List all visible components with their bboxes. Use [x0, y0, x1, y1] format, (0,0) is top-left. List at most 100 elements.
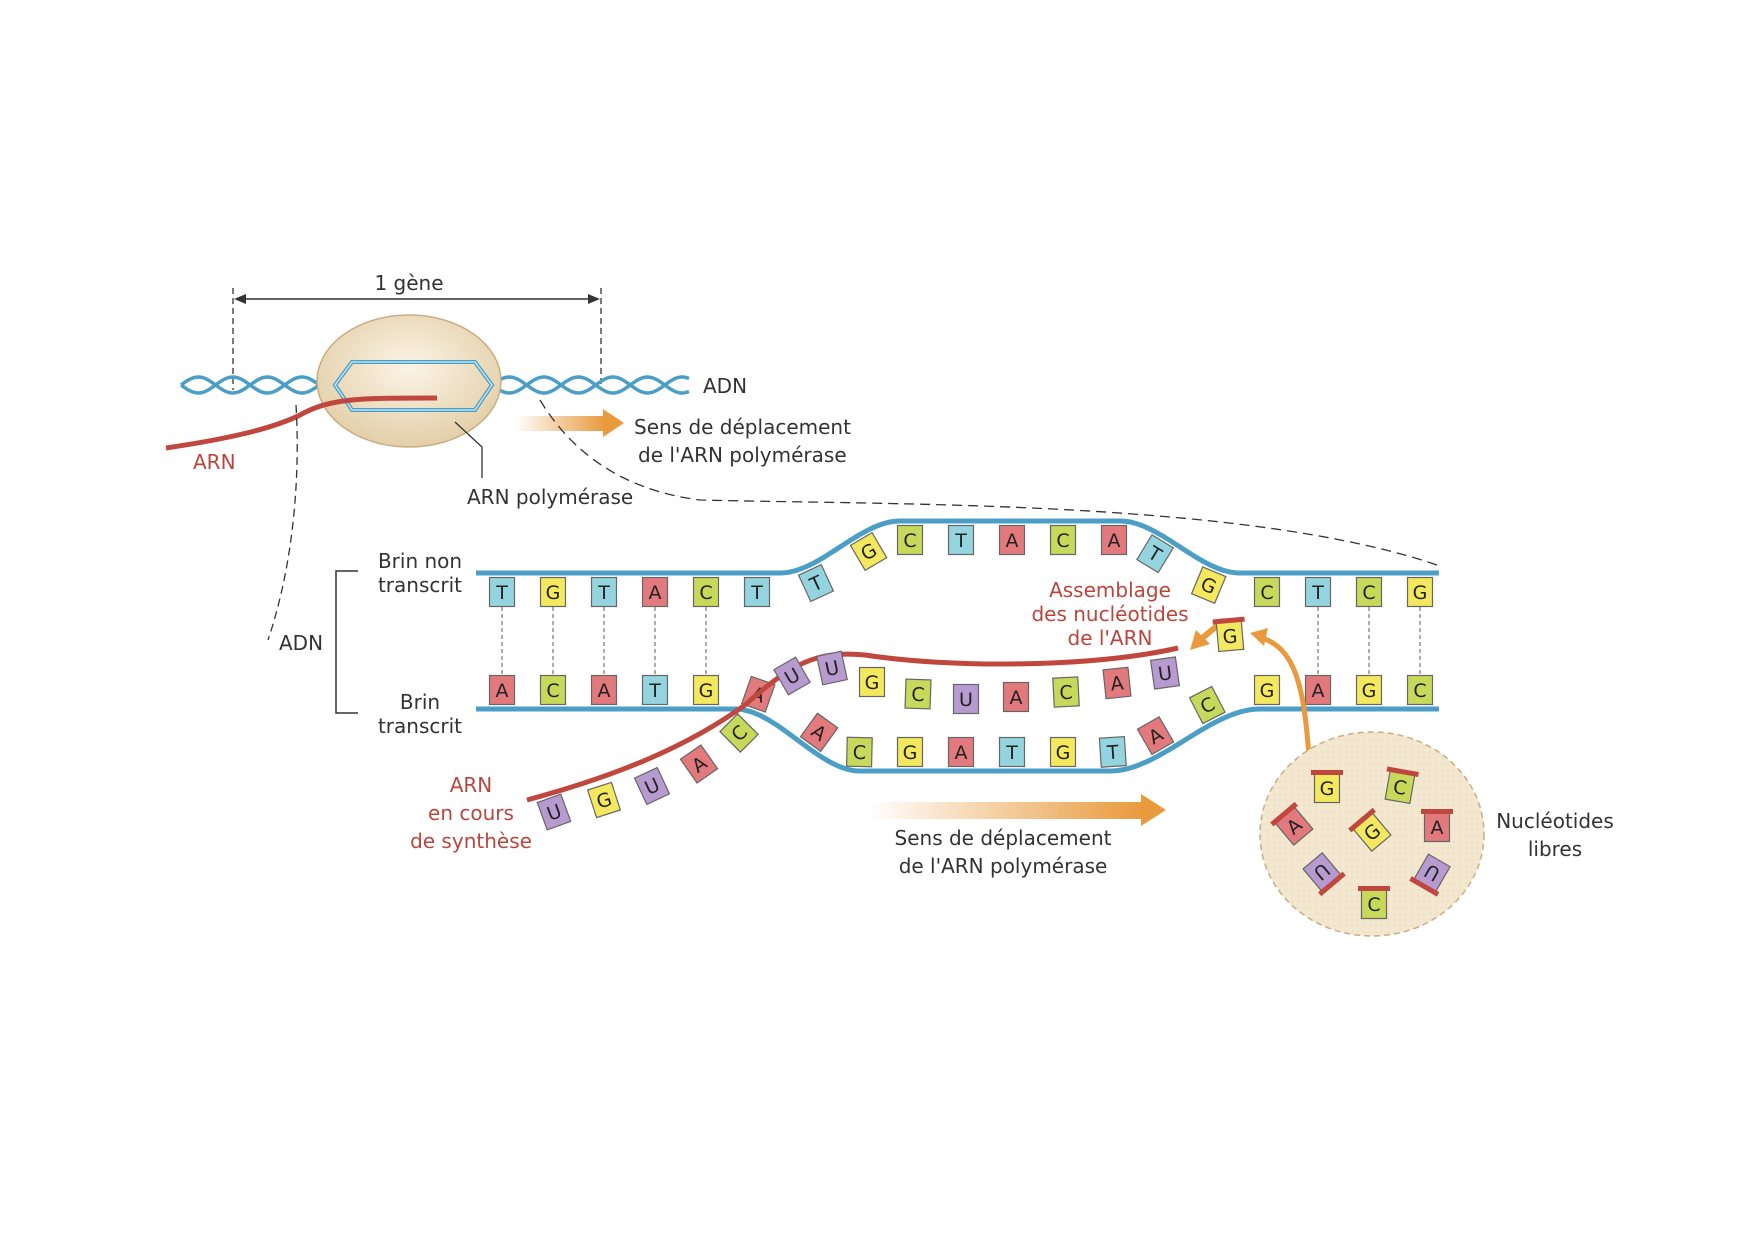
- nucleotide-box: [773, 656, 811, 696]
- rna-nucleotide: A: [1002, 681, 1030, 713]
- detail-direction-line2: de l'ARN polymérase: [899, 854, 1108, 878]
- nucleotide-box: [1304, 576, 1332, 608]
- overview-rna-label: ARN: [193, 450, 236, 474]
- non-template-strand: [476, 518, 1439, 576]
- rna-synthesis-label-3: de synthèse: [410, 829, 532, 853]
- zoom-dashed-right: [539, 399, 1441, 567]
- rna-nucleotide: A: [679, 744, 719, 784]
- nucleotide-letter: A: [1431, 817, 1444, 839]
- template-nucleotide: A: [799, 712, 839, 753]
- nucleotide-letter: C: [1391, 776, 1408, 800]
- nucleotide-letter: T: [597, 582, 610, 604]
- overview: 1 gène ARN ADN Sens de déplacement de l'…: [165, 271, 1441, 641]
- non-template-nucleotide: T: [1136, 533, 1175, 574]
- nucleotide-box: [539, 674, 567, 706]
- non-template-label-2: transcrit: [378, 573, 462, 597]
- nucleotide-box: [904, 678, 932, 710]
- non-template-nucleotide: A: [1100, 524, 1128, 556]
- nucleotide-box: [641, 576, 669, 608]
- overview-rna-strand: [165, 395, 438, 451]
- rna-nucleotide: U: [1149, 656, 1181, 690]
- template-nucleotide: C: [845, 736, 873, 768]
- phosphate-bar: [1421, 809, 1453, 814]
- nucleotide-box: [1406, 674, 1434, 706]
- nucleotide-box: [1136, 715, 1175, 756]
- nucleotide-letter: T: [750, 582, 763, 604]
- template-label-2: transcrit: [378, 714, 462, 738]
- rna-synthesis-label-1: ARN: [450, 773, 493, 797]
- nucleotide-letter: A: [1109, 672, 1124, 695]
- incoming-nucleotide: G: [1212, 616, 1245, 653]
- rna-nucleotide: U: [773, 656, 811, 696]
- free-nucleotides-label-1: Nucléotides: [1496, 809, 1614, 833]
- overview-direction-line1: Sens de déplacement: [634, 415, 851, 439]
- non-template-nucleotide: G: [1190, 566, 1227, 605]
- polymerase-leader-line: [454, 421, 483, 478]
- gene-arrowhead-left: [234, 294, 246, 304]
- template-nucleotide: A: [1304, 674, 1332, 706]
- non-template-nucleotide: G: [539, 576, 567, 608]
- nucleotide-letter: A: [1108, 530, 1121, 552]
- rna-polymerase-body: [316, 314, 502, 448]
- template-nucleotide: C: [1406, 674, 1434, 706]
- nucleotide-letter: T: [1105, 742, 1119, 765]
- free-nucleotide: C: [1358, 886, 1390, 920]
- nucleotide-letter: U: [959, 689, 973, 711]
- non-template-nucleotide: A: [641, 576, 669, 608]
- assembly-arrowhead: [1190, 630, 1210, 650]
- assembly-label-1: Assemblage: [1049, 578, 1171, 602]
- nucleotide-letter: T: [495, 582, 508, 604]
- rna-nucleotide: C: [719, 713, 759, 753]
- nucleotide-letter: U: [823, 657, 841, 681]
- free-nucleotide: G: [1311, 770, 1343, 804]
- nucleotide-letter: C: [1059, 682, 1073, 705]
- non-template-label-1: Brin non: [378, 549, 462, 573]
- zoom-dashed-left: [267, 404, 298, 641]
- rna-nucleotide: U: [816, 650, 848, 686]
- nucleotide-box: [590, 576, 618, 608]
- rna-strand: [526, 645, 1179, 803]
- overview-dna-label: ADN: [703, 374, 747, 398]
- nucleotide-box: [858, 666, 886, 698]
- nucleotide-letter: T: [954, 530, 967, 552]
- nucleotide-box: [1049, 736, 1077, 768]
- nucleotide-letter: G: [1056, 742, 1071, 764]
- nucleotide-box: [1304, 674, 1332, 706]
- nucleotide-letter: A: [1312, 680, 1325, 702]
- nucleotide-letter: C: [546, 680, 559, 702]
- non-template-nucleotide: C: [1355, 576, 1383, 608]
- nucleotide-letter: G: [699, 680, 714, 702]
- nucleotide-box: [998, 736, 1026, 768]
- nucleotide-letter: G: [903, 742, 918, 764]
- rna-nucleotide: U: [633, 766, 671, 806]
- phosphate-bar: [1270, 801, 1298, 827]
- nucleotide-box: [633, 766, 671, 806]
- template-nucleotide: T: [998, 736, 1026, 768]
- nucleotide-box: [797, 563, 835, 603]
- nucleotide-box: [1355, 674, 1383, 706]
- non-template-nucleotide: T: [743, 576, 771, 608]
- non-template-nucleotide: T: [488, 576, 516, 608]
- template-nucleotide: A: [1136, 715, 1175, 756]
- template-nucleotide: G: [1049, 736, 1077, 768]
- nucleotide-letter: C: [1056, 530, 1069, 552]
- base-pair-links: [501, 593, 1421, 688]
- nucleotide-box: [641, 674, 669, 706]
- nucleotide-box: [896, 736, 924, 768]
- free-nucleotide: A: [1421, 809, 1453, 843]
- template-nucleotide: A: [488, 674, 516, 706]
- nucleotide-box: [1406, 576, 1434, 608]
- overview-direction-line2: de l'ARN polymérase: [638, 443, 847, 467]
- nucleotide-box: [1102, 666, 1132, 700]
- nucleotide-letter: A: [955, 742, 968, 764]
- nucleotide-box: [1049, 524, 1077, 556]
- phosphate-bar: [1212, 616, 1245, 625]
- nucleotide-box: [1098, 735, 1127, 768]
- template-nucleotide: T: [1098, 735, 1127, 768]
- template-nucleotide: G: [896, 736, 924, 768]
- phosphate-bar: [1311, 770, 1343, 775]
- nucleotide-box: [998, 524, 1026, 556]
